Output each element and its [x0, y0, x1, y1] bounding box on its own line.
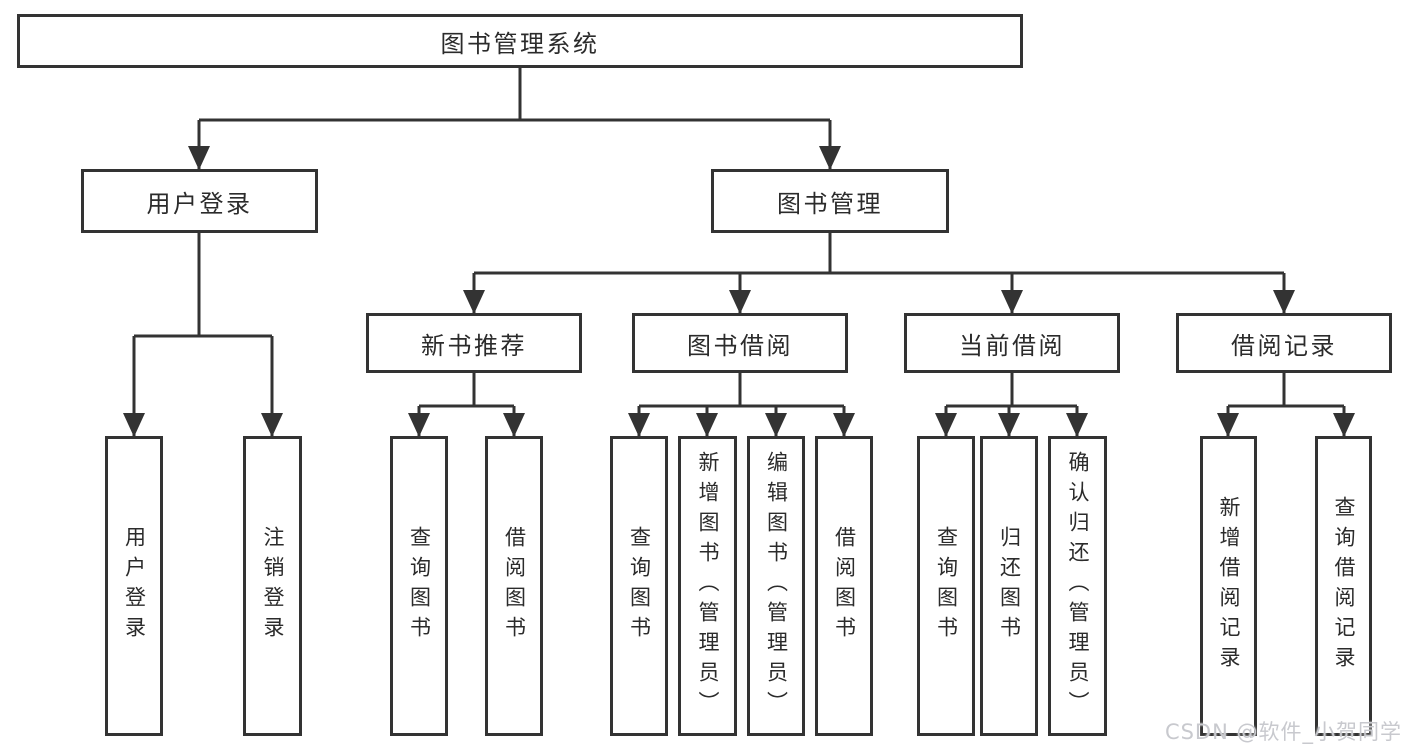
- connector-borrowing-records-children: [1217, 373, 1355, 437]
- node-user-login-leaf: 用户登录: [105, 436, 163, 736]
- node-bb-borrow-books: 借阅图书: [815, 436, 873, 736]
- node-cb-query-books: 查询图书: [917, 436, 975, 736]
- node-current-borrowing: 当前借阅: [904, 313, 1120, 373]
- node-book-management: 图书管理: [711, 169, 949, 233]
- connector-user-login-children: [123, 233, 283, 437]
- node-new-book-recommendation: 新书推荐: [366, 313, 582, 373]
- node-logout: 注销登录: [243, 436, 302, 736]
- connector-book-borrowing-children: [628, 373, 855, 437]
- csdn-watermark: CSDN @软件_小贺同学: [1164, 720, 1402, 744]
- node-cb-confirm-return-admin: 确认归还（管理员）: [1048, 436, 1107, 736]
- node-bb-edit-books-admin: 编辑图书（管理员）: [747, 436, 805, 736]
- connector-root-to-level2: [188, 68, 841, 170]
- node-user-login: 用户登录: [81, 169, 318, 233]
- node-br-query-record: 查询借阅记录: [1315, 436, 1372, 736]
- node-bb-query-books: 查询图书: [610, 436, 668, 736]
- node-book-borrowing: 图书借阅: [632, 313, 848, 373]
- connector-new-book-rec-children: [408, 373, 525, 437]
- node-library-management-system: 图书管理系统: [17, 14, 1023, 68]
- connector-book-management-children: [463, 233, 1295, 314]
- node-br-add-record: 新增借阅记录: [1200, 436, 1257, 736]
- node-bb-add-books-admin: 新增图书（管理员）: [678, 436, 737, 736]
- node-rec-borrow-books: 借阅图书: [485, 436, 543, 736]
- connector-current-borrowing-children: [935, 373, 1088, 437]
- node-rec-query-books: 查询图书: [390, 436, 448, 736]
- node-borrowing-records: 借阅记录: [1176, 313, 1392, 373]
- node-cb-return-books: 归还图书: [980, 436, 1038, 736]
